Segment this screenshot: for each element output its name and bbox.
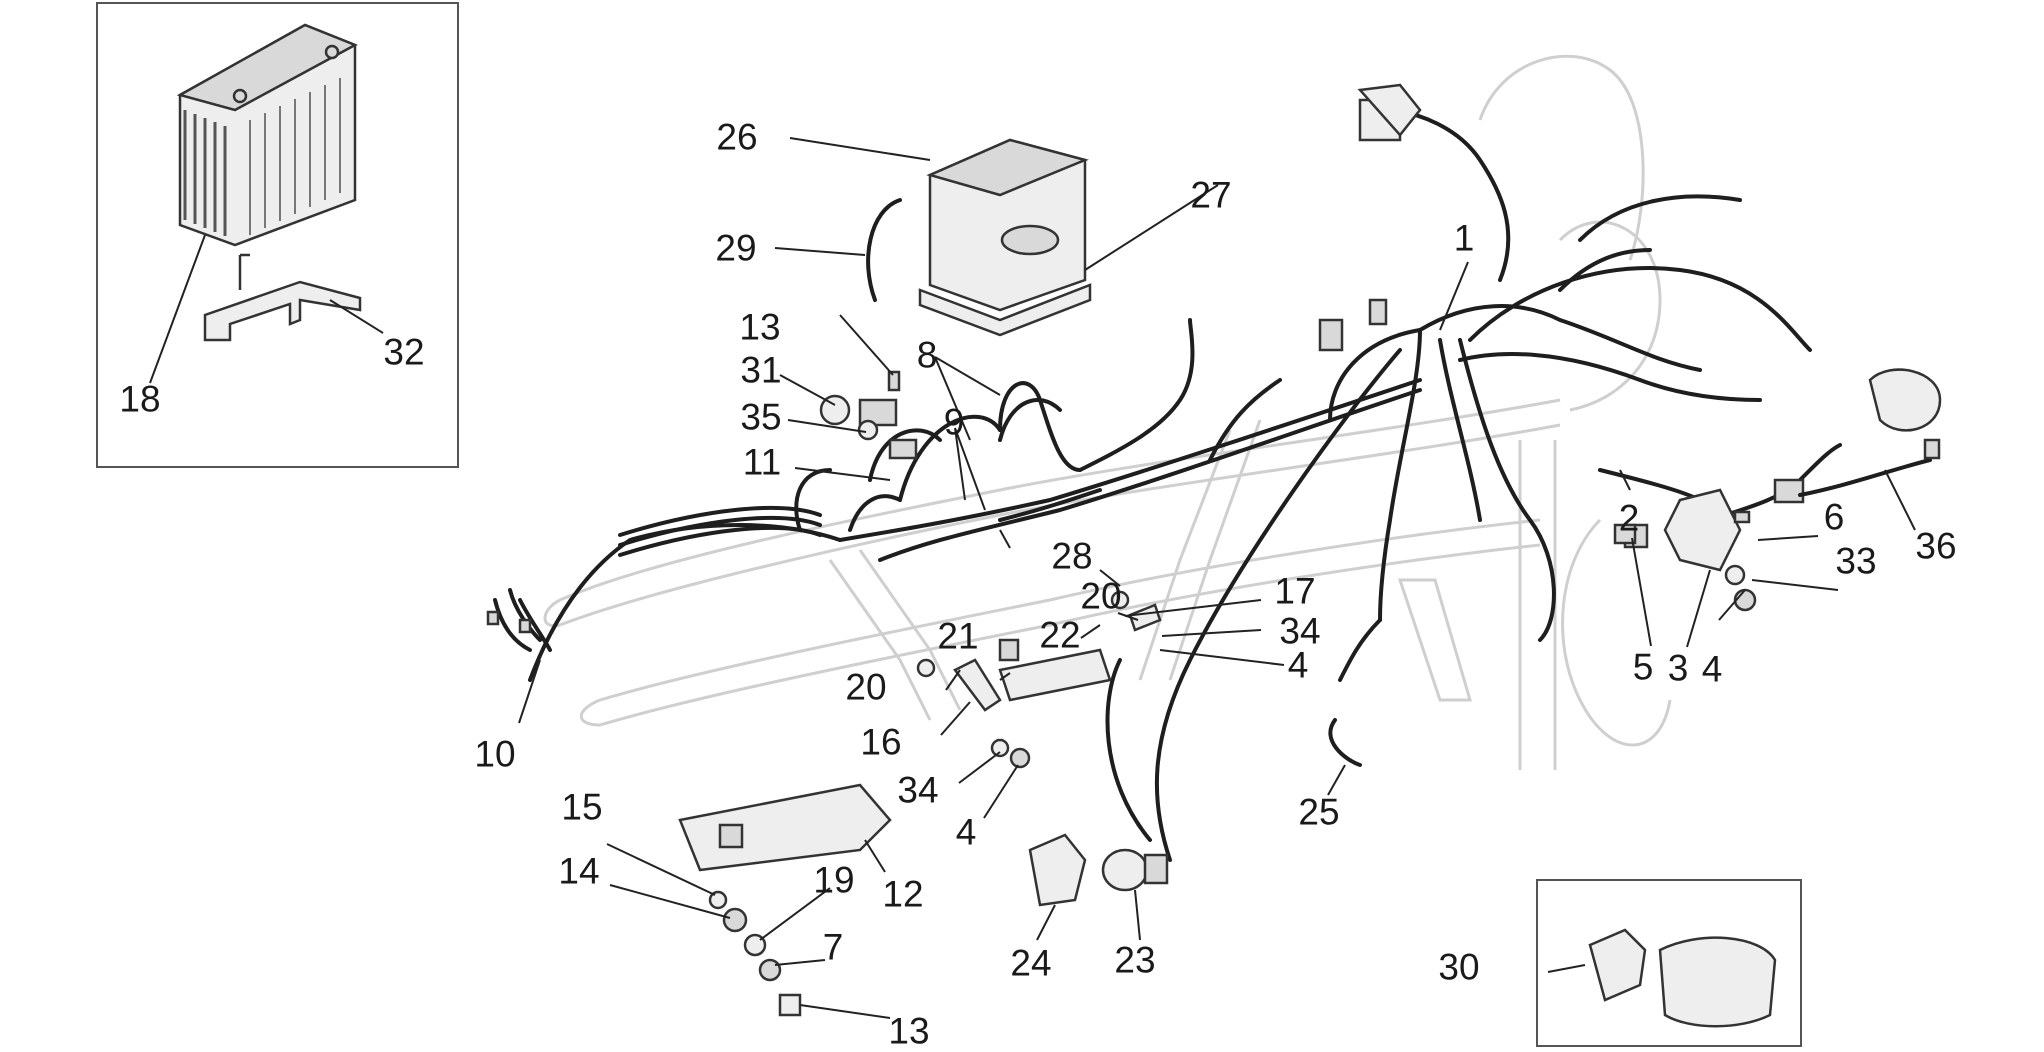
callout-16: 16 <box>860 721 902 763</box>
callout-8: 8 <box>916 334 938 376</box>
callout-2: 2 <box>1618 497 1640 539</box>
callout-19: 19 <box>813 859 855 901</box>
callout-7: 7 <box>822 926 844 968</box>
inset-battery-part <box>176 23 358 247</box>
callout-20-upper: 20 <box>1080 575 1122 617</box>
callout-13-bottom: 13 <box>888 1010 930 1052</box>
callout-12: 12 <box>882 873 924 915</box>
callout-9: 9 <box>943 401 965 443</box>
callout-25: 25 <box>1298 791 1340 833</box>
inset-bracket-part <box>203 253 362 342</box>
callout-21: 21 <box>937 615 979 657</box>
callout-3: 3 <box>1667 647 1689 689</box>
callout-24: 24 <box>1010 942 1052 984</box>
callout-31: 31 <box>740 349 782 391</box>
callout-11: 11 <box>742 441 782 483</box>
callout-5: 5 <box>1632 646 1654 688</box>
leader-lines <box>149 137 1916 1019</box>
callout-13-top: 13 <box>739 306 781 348</box>
component-parts <box>486 83 1942 1028</box>
callout-28: 28 <box>1051 535 1093 577</box>
callout-6: 6 <box>1823 496 1845 538</box>
callout-35: 35 <box>740 396 782 438</box>
callout-34-upper: 34 <box>1279 610 1321 652</box>
callout-14: 14 <box>558 850 600 892</box>
callout-4-fuse: 4 <box>1287 644 1309 686</box>
callout-17: 17 <box>1274 570 1316 612</box>
callout-36: 36 <box>1915 525 1957 567</box>
callout-26: 26 <box>716 116 758 158</box>
callout-1: 1 <box>1453 217 1475 259</box>
callout-33: 33 <box>1835 540 1877 582</box>
callout-15: 15 <box>561 786 603 828</box>
callout-27: 27 <box>1190 174 1232 216</box>
callout-4-plate: 4 <box>1701 648 1723 690</box>
callout-34-lower: 34 <box>897 769 939 811</box>
callout-22: 22 <box>1039 614 1081 656</box>
callout-10: 10 <box>474 733 516 775</box>
callout-29: 29 <box>715 227 757 269</box>
callout-18: 18 <box>119 378 161 420</box>
callout-30: 30 <box>1438 946 1480 988</box>
callout-32: 32 <box>383 331 425 373</box>
callout-20-lower: 20 <box>845 666 887 708</box>
inset-box-battery <box>96 2 459 468</box>
inset-box-relays <box>1536 879 1802 1047</box>
callout-4-lower: 4 <box>955 811 977 853</box>
callout-23: 23 <box>1114 939 1156 981</box>
frame-outline <box>543 54 1672 770</box>
